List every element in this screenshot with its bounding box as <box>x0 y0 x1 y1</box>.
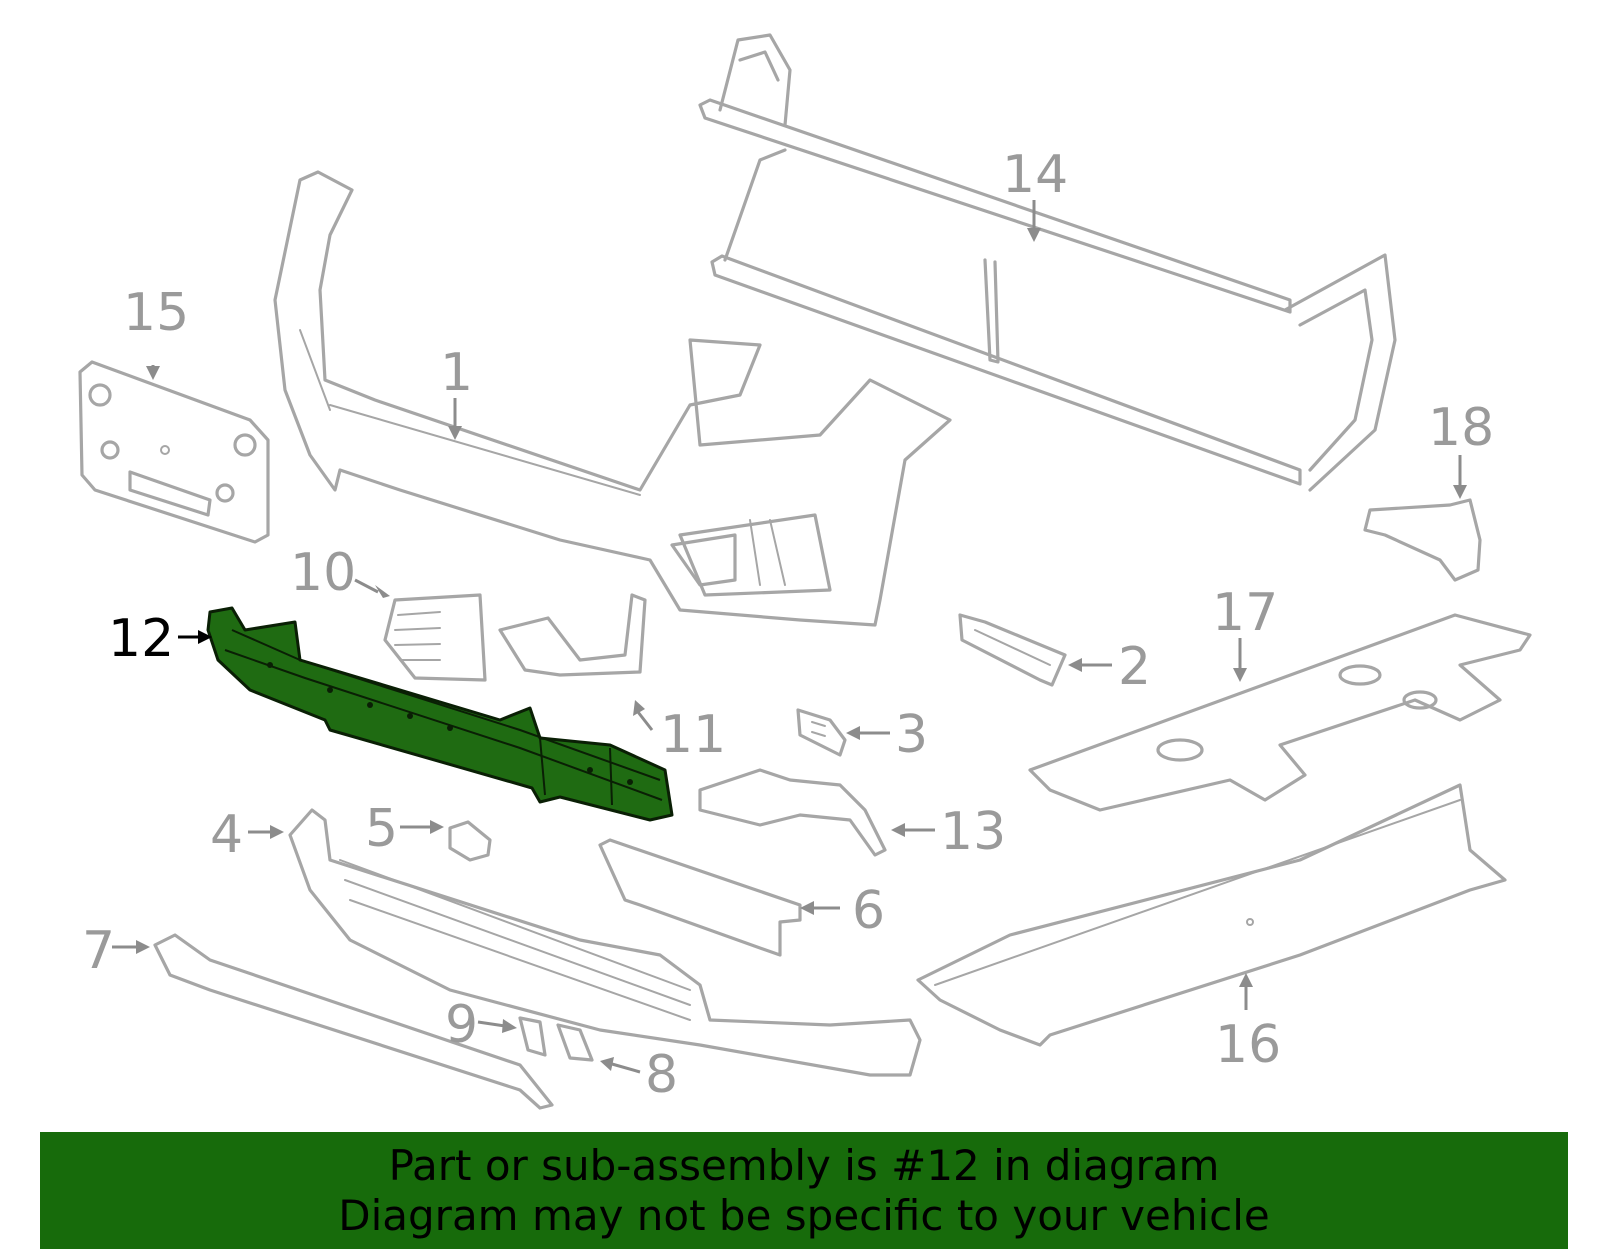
part-15-license-plate-bracket[interactable] <box>78 360 270 544</box>
part-4-lower-grille[interactable] <box>288 808 922 1077</box>
part-17-splash-shield[interactable] <box>1028 613 1532 812</box>
part-14-radiator-support[interactable] <box>698 33 1397 492</box>
callout-4[interactable]: 4 <box>210 805 243 865</box>
leader-arrows <box>112 200 1467 1074</box>
part-18-bracket[interactable] <box>1363 498 1482 582</box>
part-8-cover[interactable] <box>556 1023 594 1062</box>
part-9-cover[interactable] <box>518 1016 547 1057</box>
part-11-bezel-trim[interactable] <box>498 593 647 677</box>
callout-5[interactable]: 5 <box>365 799 398 859</box>
callout-labels: 14 1 15 18 17 10 12 2 11 3 13 4 5 6 7 9 … <box>82 145 1494 1105</box>
part-2-bracket[interactable] <box>958 613 1067 687</box>
callout-2[interactable]: 2 <box>1118 637 1151 697</box>
callout-9[interactable]: 9 <box>445 995 478 1055</box>
callout-17[interactable]: 17 <box>1212 583 1278 643</box>
banner-line-1: Part or sub-assembly is #12 in diagram <box>388 1140 1220 1190</box>
callout-6[interactable]: 6 <box>852 881 885 941</box>
callout-18[interactable]: 18 <box>1428 398 1494 458</box>
part-12-impact-bar[interactable] <box>206 606 674 822</box>
callout-12[interactable]: 12 <box>108 609 174 669</box>
part-6-reinforcement[interactable] <box>598 838 802 957</box>
callout-16[interactable]: 16 <box>1215 1015 1281 1075</box>
part-10-fog-lamp-bezel[interactable] <box>383 593 487 682</box>
part-7-lower-molding[interactable] <box>153 933 554 1110</box>
callout-8[interactable]: 8 <box>645 1045 678 1105</box>
callout-7[interactable]: 7 <box>82 921 115 981</box>
callout-3[interactable]: 3 <box>895 705 928 765</box>
callout-1[interactable]: 1 <box>440 343 473 403</box>
callout-10[interactable]: 10 <box>290 543 356 603</box>
info-banner: Part or sub-assembly is #12 in diagram D… <box>40 1132 1568 1249</box>
callout-15[interactable]: 15 <box>123 283 189 343</box>
callout-11[interactable]: 11 <box>660 705 726 765</box>
callout-14[interactable]: 14 <box>1002 145 1068 205</box>
part-3-clip[interactable] <box>796 708 847 757</box>
part-1-bumper-cover[interactable] <box>273 170 952 627</box>
part-13-bracket[interactable] <box>698 768 887 857</box>
callout-13[interactable]: 13 <box>940 802 1006 862</box>
part-5-sensor[interactable] <box>448 820 492 862</box>
banner-line-2: Diagram may not be specific to your vehi… <box>338 1190 1270 1240</box>
part-16-air-deflector[interactable] <box>916 783 1507 1047</box>
